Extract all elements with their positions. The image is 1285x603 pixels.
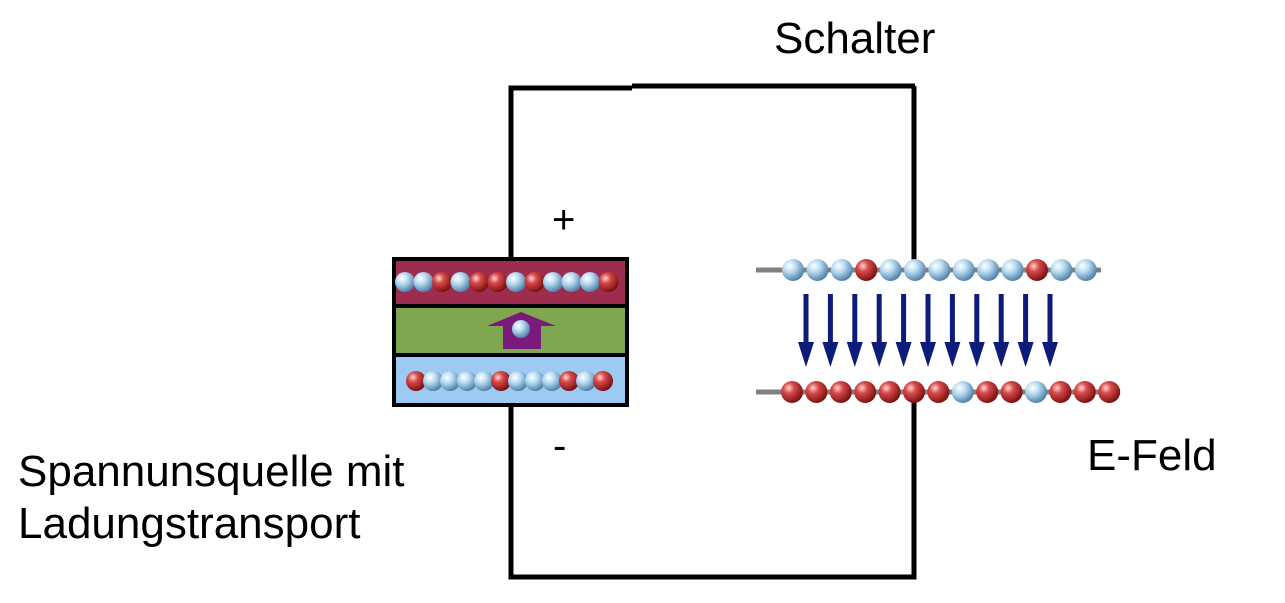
negative-charge-plate-top bbox=[1050, 259, 1073, 281]
negative-charge-plate-top bbox=[952, 259, 975, 281]
negative-charge-source-bottom bbox=[542, 371, 562, 391]
positive-charge-plate-top bbox=[855, 259, 878, 281]
negative-charge-source-bottom bbox=[576, 371, 596, 391]
positive-charge-plate-bottom bbox=[1049, 381, 1072, 403]
positive-charge-source-top bbox=[469, 272, 489, 292]
voltage-source-label-line1: Spannunsquelle mit bbox=[18, 447, 405, 496]
positive-charge-plate-bottom bbox=[854, 381, 877, 403]
wire-left-top bbox=[508, 85, 632, 258]
field-arrow-head bbox=[920, 342, 936, 367]
positive-charge-plate-bottom bbox=[878, 381, 901, 403]
negative-charge-source-bottom bbox=[457, 371, 477, 391]
wire-right-bottom bbox=[508, 392, 917, 580]
negative-terminal-label: - bbox=[553, 424, 567, 468]
negative-charge-source-bottom bbox=[525, 371, 545, 391]
negative-charge-source-bottom bbox=[474, 371, 494, 391]
field-arrow-head bbox=[846, 342, 863, 367]
field-arrow-head bbox=[871, 342, 888, 367]
positive-charge-plate-top bbox=[1026, 259, 1048, 281]
negative-charge-plate-top bbox=[1001, 259, 1024, 281]
positive-charge-source-top bbox=[524, 272, 545, 292]
source-top-charges bbox=[395, 272, 619, 292]
positive-charge-source-bottom bbox=[559, 371, 579, 391]
field-arrow-head bbox=[895, 342, 912, 367]
field-arrow-head bbox=[968, 342, 985, 367]
positive-charge-plate-bottom bbox=[1073, 381, 1096, 403]
positive-charge-plate-bottom bbox=[927, 381, 950, 403]
negative-charge-plate-top bbox=[782, 259, 804, 281]
electric-field-label: E-Feld bbox=[1087, 431, 1217, 480]
negative-charge-source-top bbox=[543, 272, 563, 292]
negative-charge-plate-top bbox=[830, 259, 853, 281]
negative-charge-plate-bottom bbox=[951, 381, 974, 403]
field-arrow-head bbox=[1042, 342, 1058, 367]
field-arrow-head bbox=[822, 342, 839, 367]
positive-charge-plate-bottom bbox=[976, 381, 999, 403]
plate-top-charges bbox=[782, 259, 1097, 281]
negative-charge-plate-top bbox=[977, 259, 1000, 281]
negative-charge-source-top bbox=[561, 272, 582, 292]
negative-charge-source-bottom bbox=[423, 371, 443, 391]
negative-charge-plate-top bbox=[879, 259, 902, 281]
negative-charge-plate-top bbox=[928, 259, 951, 281]
field-arrow-head bbox=[798, 342, 814, 367]
voltage-source bbox=[392, 257, 629, 407]
negative-charge-source-top bbox=[395, 272, 415, 292]
field-arrow-head bbox=[993, 342, 1010, 367]
positive-charge-plate-bottom bbox=[903, 381, 925, 403]
positive-charge-plate-bottom bbox=[829, 381, 852, 403]
positive-charge-source-bottom bbox=[593, 371, 613, 391]
switch-label: Schalter bbox=[774, 14, 936, 63]
transported-charge bbox=[512, 320, 530, 338]
positive-charge-source-bottom bbox=[491, 371, 511, 391]
negative-charge-plate-top bbox=[806, 259, 829, 281]
negative-charge-plate-top bbox=[1074, 259, 1097, 281]
field-arrow-head bbox=[1017, 342, 1034, 367]
positive-charge-source-bottom bbox=[406, 371, 426, 391]
voltage-source-label: Spannunsquelle mit Ladungstransport bbox=[18, 446, 404, 550]
negative-charge-source-top bbox=[413, 272, 434, 292]
negative-charge-plate-top bbox=[904, 259, 926, 281]
negative-charge-source-top bbox=[506, 272, 526, 292]
positive-charge-plate-bottom bbox=[1098, 381, 1121, 403]
positive-charge-source-top bbox=[487, 272, 508, 292]
negative-charge-source-top bbox=[580, 272, 600, 292]
circuit-wires bbox=[508, 83, 917, 580]
capacitor bbox=[756, 259, 1121, 403]
voltage-source-label-line2: Ladungstransport bbox=[18, 499, 361, 548]
field-arrow-head bbox=[944, 342, 961, 367]
source-bottom-charges bbox=[406, 371, 613, 391]
negative-charge-source-top bbox=[450, 272, 471, 292]
positive-terminal-label: + bbox=[552, 198, 576, 242]
positive-charge-plate-bottom bbox=[805, 381, 828, 403]
positive-charge-source-top bbox=[432, 272, 452, 292]
negative-charge-plate-bottom bbox=[1025, 381, 1047, 403]
negative-charge-source-bottom bbox=[508, 371, 528, 391]
plate-bottom-charges bbox=[781, 381, 1121, 403]
positive-charge-plate-bottom bbox=[1000, 381, 1023, 403]
negative-charge-source-bottom bbox=[440, 371, 460, 391]
field-arrows bbox=[798, 294, 1058, 367]
positive-charge-plate-bottom bbox=[781, 381, 803, 403]
positive-charge-source-top bbox=[598, 272, 619, 292]
